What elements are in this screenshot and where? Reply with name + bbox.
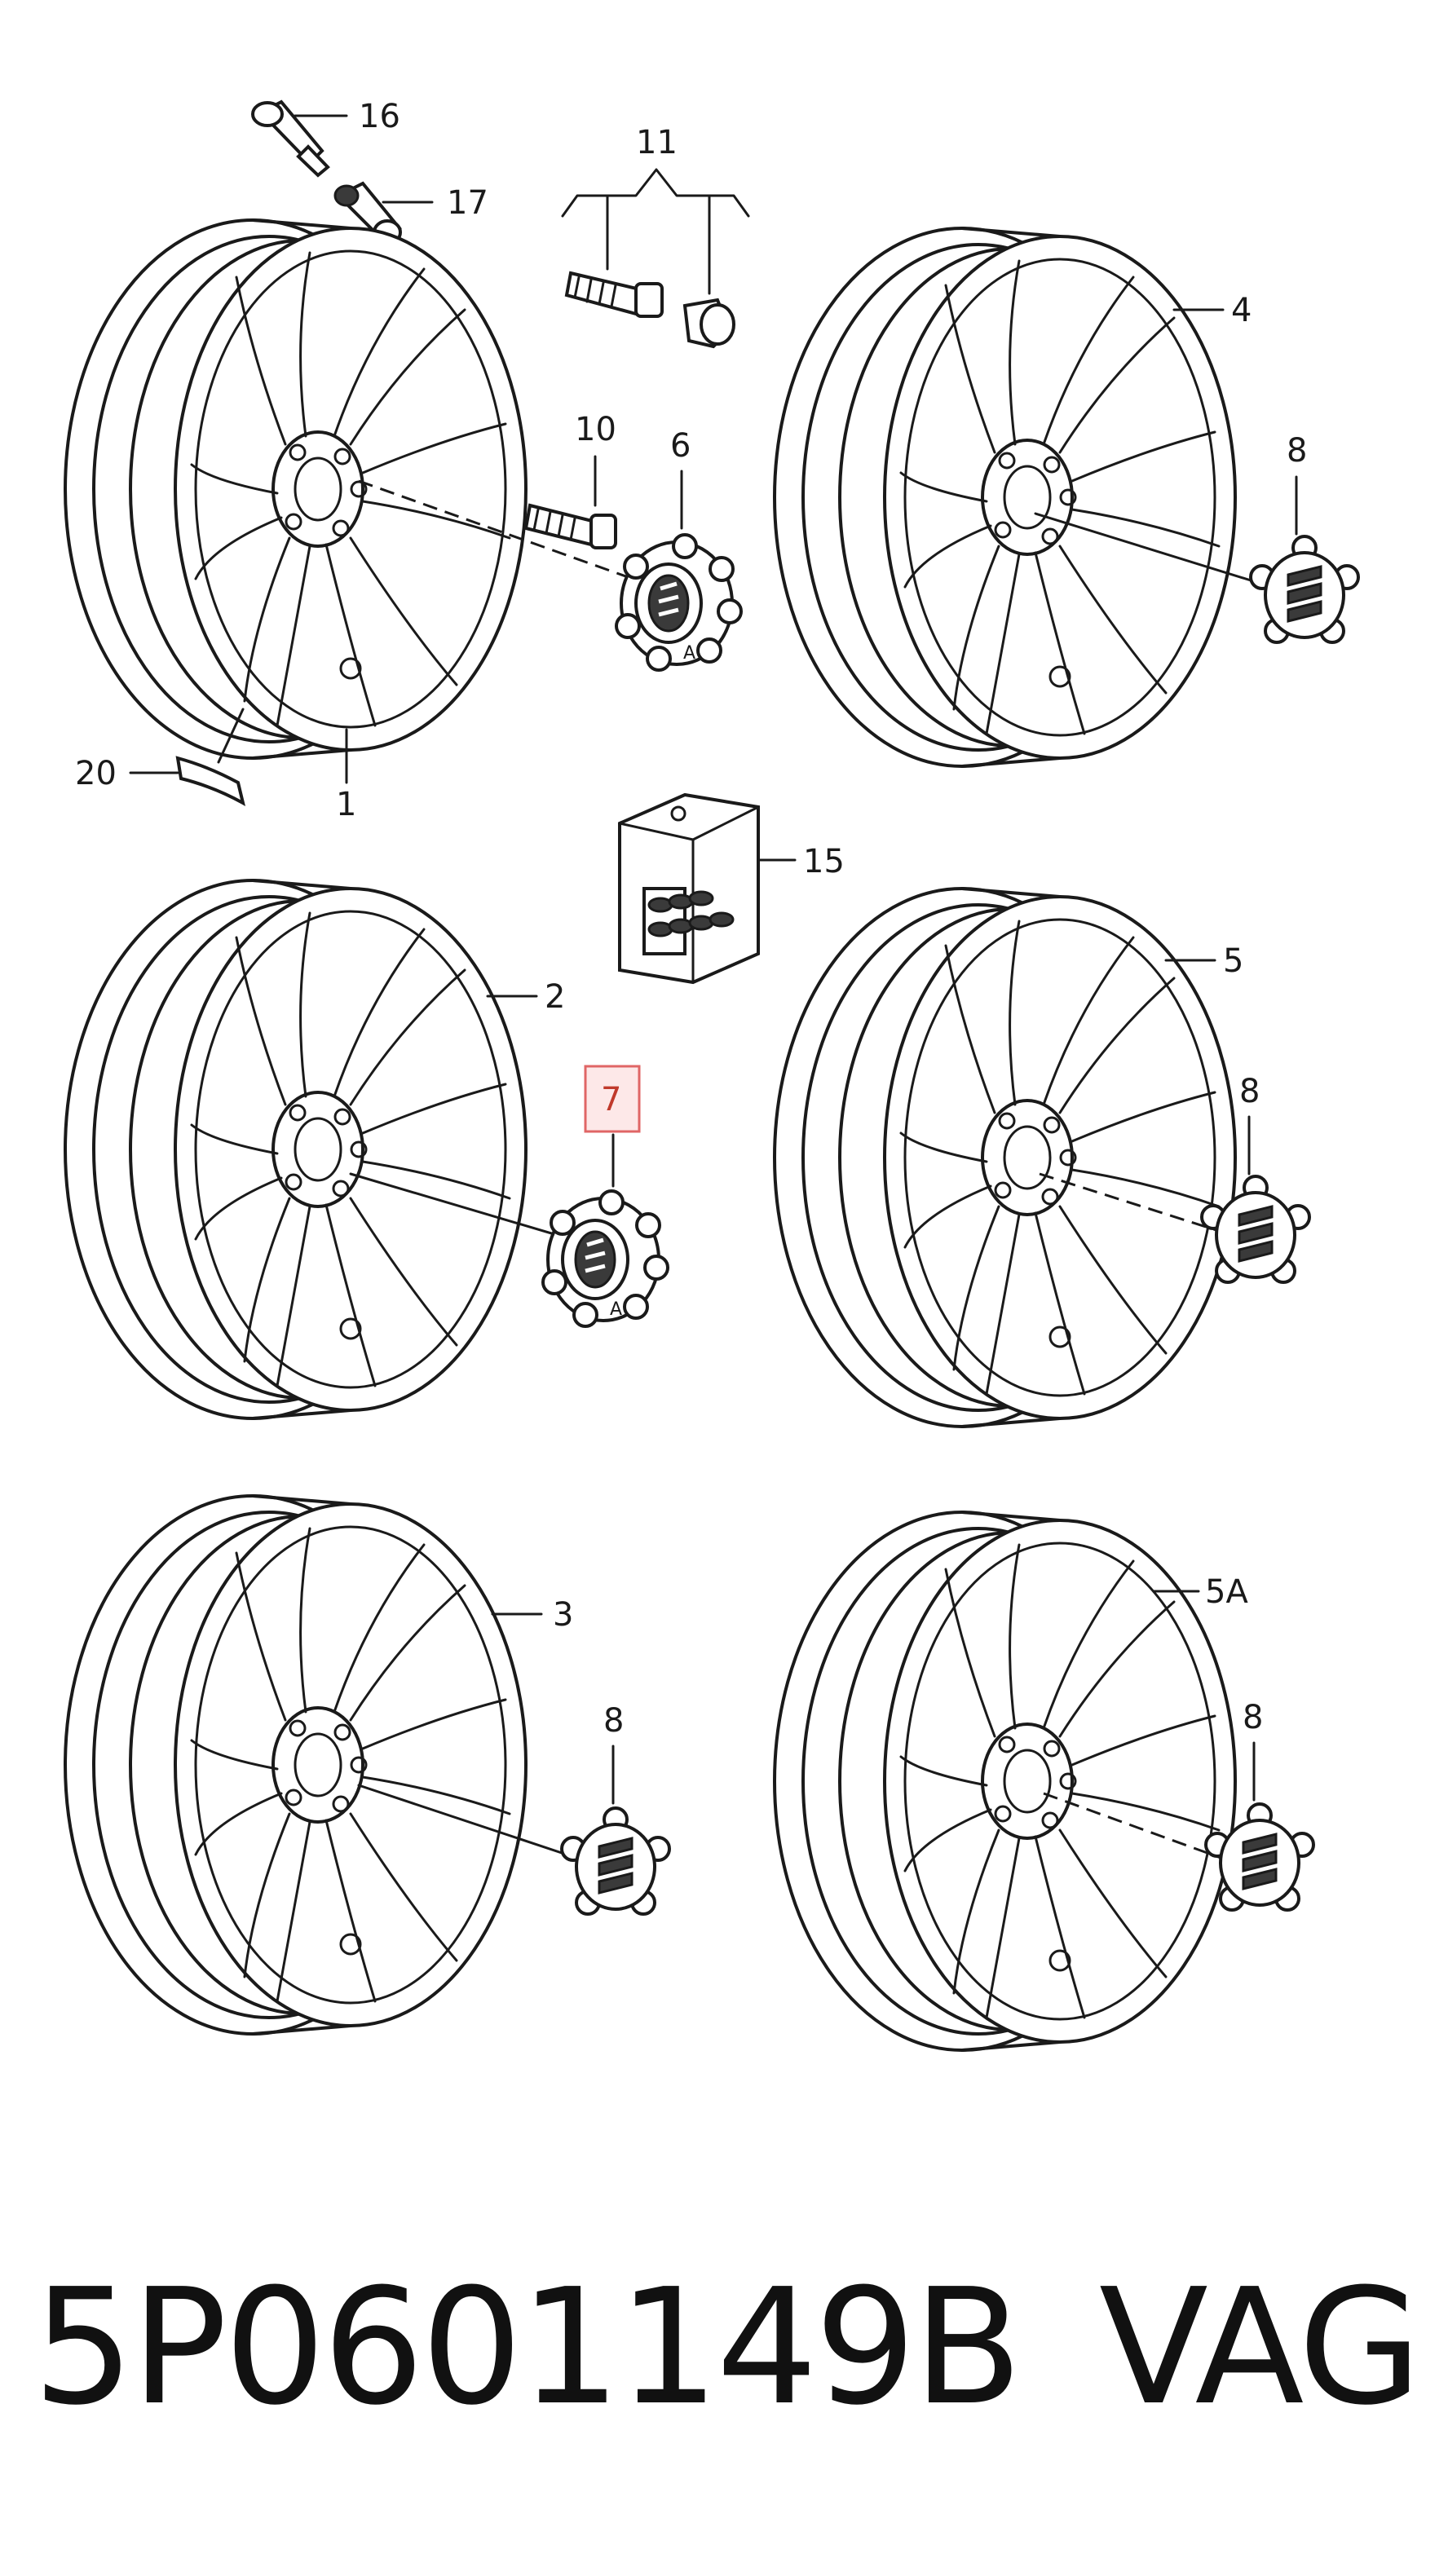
- highlight-box-7: [584, 1065, 641, 1133]
- weight-20-illustration: [175, 756, 246, 806]
- label-10: 10: [575, 411, 616, 448]
- label-15: 15: [803, 843, 845, 880]
- caption: 5P0601149B VAG: [33, 2255, 1422, 2441]
- brand-name: VAG: [1098, 2255, 1422, 2441]
- label-3: 3: [553, 1596, 573, 1634]
- label-7: 7: [601, 1081, 621, 1118]
- label-11: 11: [636, 124, 678, 161]
- valve-16-illustration: [251, 99, 348, 178]
- label-6: 6: [670, 427, 691, 465]
- wheel-5-illustration: [773, 887, 1237, 1428]
- part-number: 5P0601149B: [33, 2255, 1022, 2441]
- bolt-10-illustration: [523, 503, 617, 549]
- label-20: 20: [75, 755, 117, 792]
- dash-wheel5-cap8: [1039, 1172, 1220, 1233]
- label-1: 1: [336, 786, 356, 823]
- cap-8-a-illustration: [1249, 535, 1360, 644]
- cap-6-illustration: [616, 535, 741, 670]
- wheel-5a-illustration: [773, 1511, 1237, 2052]
- label-4: 4: [1231, 292, 1252, 329]
- dash-wheel2-cap7: [349, 1172, 572, 1241]
- label-8-b: 8: [1239, 1073, 1260, 1110]
- dash-wheel4-cap8: [1034, 512, 1274, 589]
- label-17: 17: [447, 184, 488, 222]
- package-15-illustration: [618, 792, 760, 985]
- dash-wheel5a-cap8: [1043, 1792, 1224, 1860]
- wheel-4-illustration: [773, 227, 1237, 768]
- label-8-a: 8: [1287, 432, 1307, 470]
- label-2: 2: [545, 978, 565, 1016]
- label-5: 5: [1223, 942, 1243, 980]
- cap-7-illustration: [543, 1191, 668, 1326]
- label-8-d: 8: [1243, 1699, 1263, 1736]
- label-16: 16: [359, 98, 400, 135]
- cap-8-c-illustration: [560, 1806, 671, 1916]
- dash-wheel3-cap8: [357, 1784, 581, 1860]
- wheel-2-illustration: [64, 879, 528, 1420]
- wheel-3-illustration: [64, 1494, 528, 2036]
- dash-wheel1-cap6: [358, 479, 645, 584]
- bolts-11-illustration: [561, 168, 750, 349]
- label-5a: 5A: [1205, 1573, 1248, 1611]
- wheel-1-illustration: [64, 218, 528, 760]
- label-8-c: 8: [603, 1702, 624, 1740]
- leader-20b: [217, 708, 245, 764]
